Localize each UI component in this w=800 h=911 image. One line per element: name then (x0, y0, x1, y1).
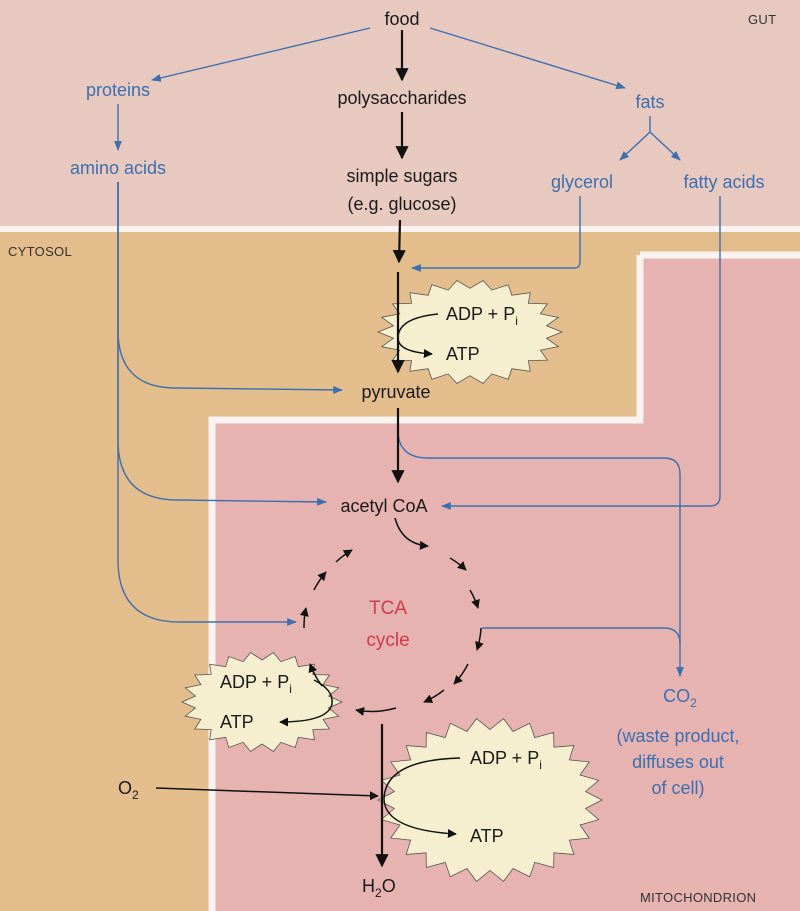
arrow-adp-to-atp-tca (279, 679, 333, 727)
arrow-oxygen-in (155, 787, 379, 801)
gut-label: GUT (748, 12, 776, 27)
glycerol-label: glycerol (551, 172, 613, 192)
co2-note-line3: of cell) (651, 778, 704, 798)
fatty-acids-label: fatty acids (683, 172, 764, 192)
arrow-amino-to-tca (117, 182, 297, 626)
water-label: H2O (362, 876, 396, 900)
oxygen-label: O2 (118, 778, 139, 802)
fats-label: fats (635, 92, 664, 112)
arrow-pyruvate-to-co2 (397, 429, 684, 677)
arrow-acetyl-coa-into-cycle (394, 517, 429, 550)
arrow-adp-to-atp-glycolysis (397, 313, 439, 359)
arrow-sugars-to-glycolysis (392, 219, 406, 264)
arrow-fatty-acids-to-acetyl-coa (441, 196, 721, 510)
arrow-to-glycerol (619, 131, 651, 161)
energy-burst-tca (181, 651, 343, 753)
cytosol-label: CYTOSOL (8, 244, 72, 259)
arrow-tca-to-co2 (482, 627, 681, 645)
arrow-food-to-proteins (151, 27, 371, 82)
co2-label: CO2 (663, 686, 697, 710)
atp-label-oxidative: ATP (470, 826, 504, 846)
food-label: food (384, 9, 419, 29)
arrow-adp-to-atp-oxidative (383, 757, 461, 839)
tca-label-line1: TCA (369, 598, 407, 619)
glucose-example-label: (e.g. glucose) (347, 194, 456, 214)
atp-label-tca: ATP (220, 712, 254, 732)
mitochondrion-region (212, 255, 800, 911)
simple-sugars-label: simple sugars (346, 166, 457, 186)
co2-note-line1: (waste product, (616, 726, 739, 746)
proteins-label: proteins (86, 80, 150, 100)
tca-label-line2: cycle (366, 630, 409, 651)
adp-pi-label-tca: ADP + Pi (220, 672, 292, 696)
atp-label-glycolysis: ATP (446, 344, 480, 364)
amino-acids-label: amino acids (70, 158, 166, 178)
co2-note-line2: diffuses out (632, 752, 724, 772)
arrow-glycerol-to-glycolysis (411, 196, 581, 272)
adp-pi-label-oxidative: ADP + Pi (470, 748, 542, 772)
adp-pi-label-glycolysis: ADP + Pi (446, 304, 518, 328)
arrow-food-to-fats (429, 27, 626, 90)
gut-region (0, 0, 800, 228)
polysaccharides-label: polysaccharides (337, 88, 466, 108)
arrow-to-fatty-acids (649, 131, 681, 161)
mitochondrion-label: MITOCHONDRION (640, 890, 756, 905)
pyruvate-label: pyruvate (361, 382, 430, 402)
acetyl-coa-label: acetyl CoA (340, 496, 427, 516)
tca-cycle-ring (299, 549, 484, 716)
